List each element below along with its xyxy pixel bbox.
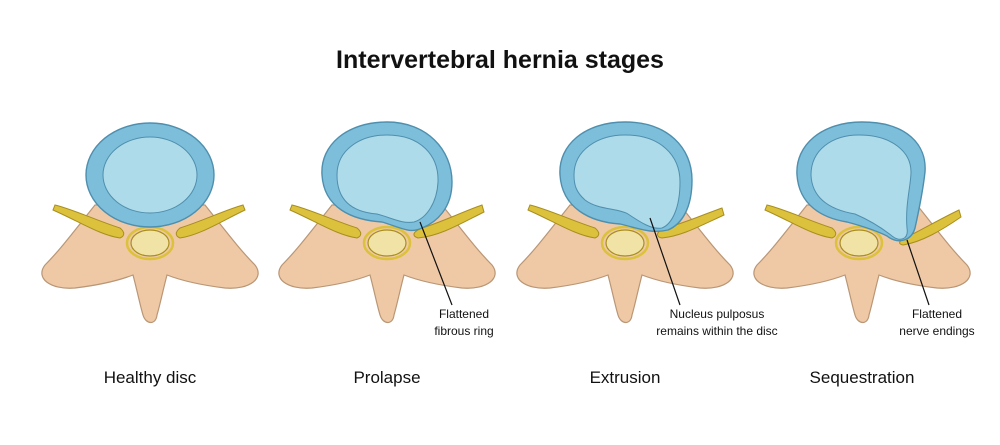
nerve-root-left <box>52 204 125 239</box>
callout-line-2: fibrous ring <box>434 324 494 338</box>
callout-line-2: remains within the disc <box>656 324 778 338</box>
nerve-root-left <box>289 204 362 239</box>
stage-healthy-disc: Healthy disc <box>25 110 275 387</box>
prolapse-illustration <box>278 121 496 324</box>
callout-pointer <box>419 221 453 306</box>
stage-label-extrusion: Extrusion <box>589 368 661 387</box>
stage-extrusion: Nucleus pulposus remains within the disc… <box>500 110 778 387</box>
nucleus-pulposus <box>573 134 681 229</box>
callout-flattened-fibrous-ring: Flattened fibrous ring <box>419 306 509 340</box>
nucleus-pulposus <box>102 136 198 214</box>
callout-line-1: Flattened <box>438 307 490 321</box>
nerve-root-right <box>175 204 246 239</box>
nucleus-pulposus <box>810 134 912 240</box>
spinal-cord <box>839 229 879 257</box>
sequestration-illustration <box>753 121 971 324</box>
stage-prolapse: Flattened fibrous ring Prolapse <box>262 110 512 387</box>
spinal-cord <box>130 229 170 257</box>
spinal-cord <box>605 229 645 257</box>
nucleus-pulposus <box>336 134 439 223</box>
nerve-root-right <box>899 209 962 246</box>
nerve-root-right <box>413 204 485 239</box>
nerve-root-left <box>764 204 837 239</box>
vertebra-bone <box>278 204 496 324</box>
spinal-cord <box>367 229 407 257</box>
callout-line-1: Flattened <box>911 307 963 321</box>
stage-label-sequestration: Sequestration <box>809 368 915 387</box>
nerve-root-right <box>657 207 725 239</box>
callout-line-1: Nucleus pulposus <box>669 307 765 321</box>
callout-flattened-nerve-endings: Flattened nerve endings <box>892 306 982 340</box>
callout-line-2: nerve endings <box>899 324 975 338</box>
extrusion-illustration <box>516 121 734 324</box>
spinal-canal-ring <box>600 225 650 261</box>
stage-label-healthy: Healthy disc <box>103 368 197 387</box>
stage-sequestration: Flattened nerve endings Sequestration <box>737 110 987 387</box>
spinal-canal-ring <box>834 225 884 261</box>
spinal-canal-ring <box>362 225 412 261</box>
diagram-title: Intervertebral hernia stages <box>336 46 664 74</box>
healthy-disc-illustration <box>41 122 259 324</box>
vertebra-bone <box>41 204 259 324</box>
callout-pointer <box>906 239 930 306</box>
stage-label-prolapse: Prolapse <box>353 368 421 387</box>
callout-nucleus-within-disc: Nucleus pulposus remains within the disc <box>632 306 802 340</box>
callout-pointer <box>649 217 681 306</box>
nerve-root-left <box>527 204 600 239</box>
